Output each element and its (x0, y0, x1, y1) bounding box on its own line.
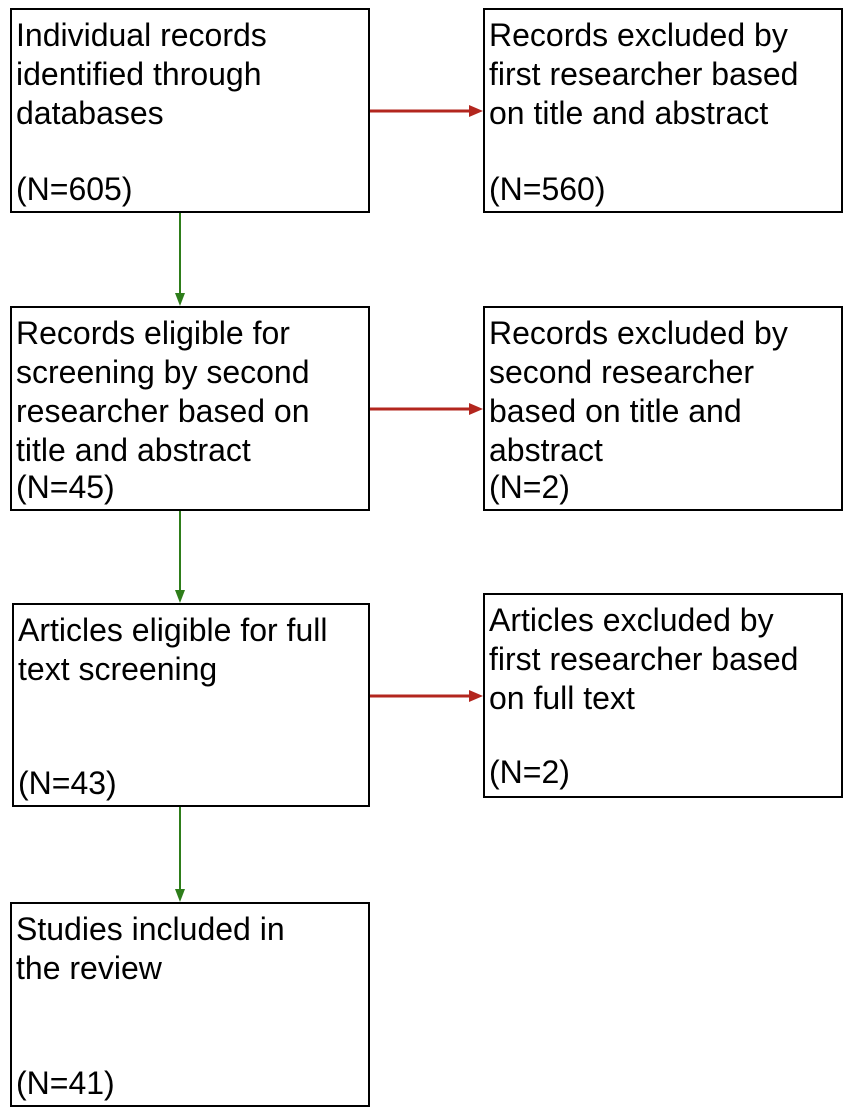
box-records-identified: Individual records identified through da… (10, 8, 370, 213)
box-eligible-second-screening: Records eligible for screening by second… (10, 306, 370, 511)
exclusion-arrow-full-text (370, 690, 483, 702)
box-label: Records eligible for screening by second… (16, 315, 310, 468)
box-excluded-second-researcher: Records excluded by second researcher ba… (483, 306, 843, 511)
box-eligible-full-text: Articles eligible for full text screenin… (12, 603, 370, 807)
box-count: (N=2) (489, 754, 570, 790)
box-label: Records excluded by second researcher ba… (489, 315, 788, 468)
box-count: (N=2) (489, 469, 570, 505)
box-excluded-first-researcher: Records excluded by first researcher bas… (483, 8, 843, 213)
box-label: Articles excluded by first researcher ba… (489, 602, 799, 716)
box-count: (N=605) (16, 171, 133, 207)
exclusion-arrow-title-abstract-second (370, 403, 483, 415)
box-excluded-full-text: Articles excluded by first researcher ba… (483, 593, 843, 798)
box-studies-included: Studies included in the review (N=41) (10, 902, 370, 1107)
box-count: (N=43) (18, 765, 117, 801)
flow-arrow-to-full-text (175, 511, 185, 603)
flow-arrow-to-second-screening (175, 213, 185, 306)
box-count: (N=560) (489, 171, 606, 207)
exclusion-arrow-title-abstract-first (370, 105, 483, 117)
box-label: Studies included in the review (16, 911, 285, 986)
box-count: (N=45) (16, 469, 115, 505)
box-count: (N=41) (16, 1065, 115, 1101)
box-label: Articles eligible for full text screenin… (18, 612, 328, 687)
flow-arrow-to-included (175, 807, 185, 902)
box-label: Individual records identified through da… (16, 17, 267, 131)
box-label: Records excluded by first researcher bas… (489, 17, 799, 131)
